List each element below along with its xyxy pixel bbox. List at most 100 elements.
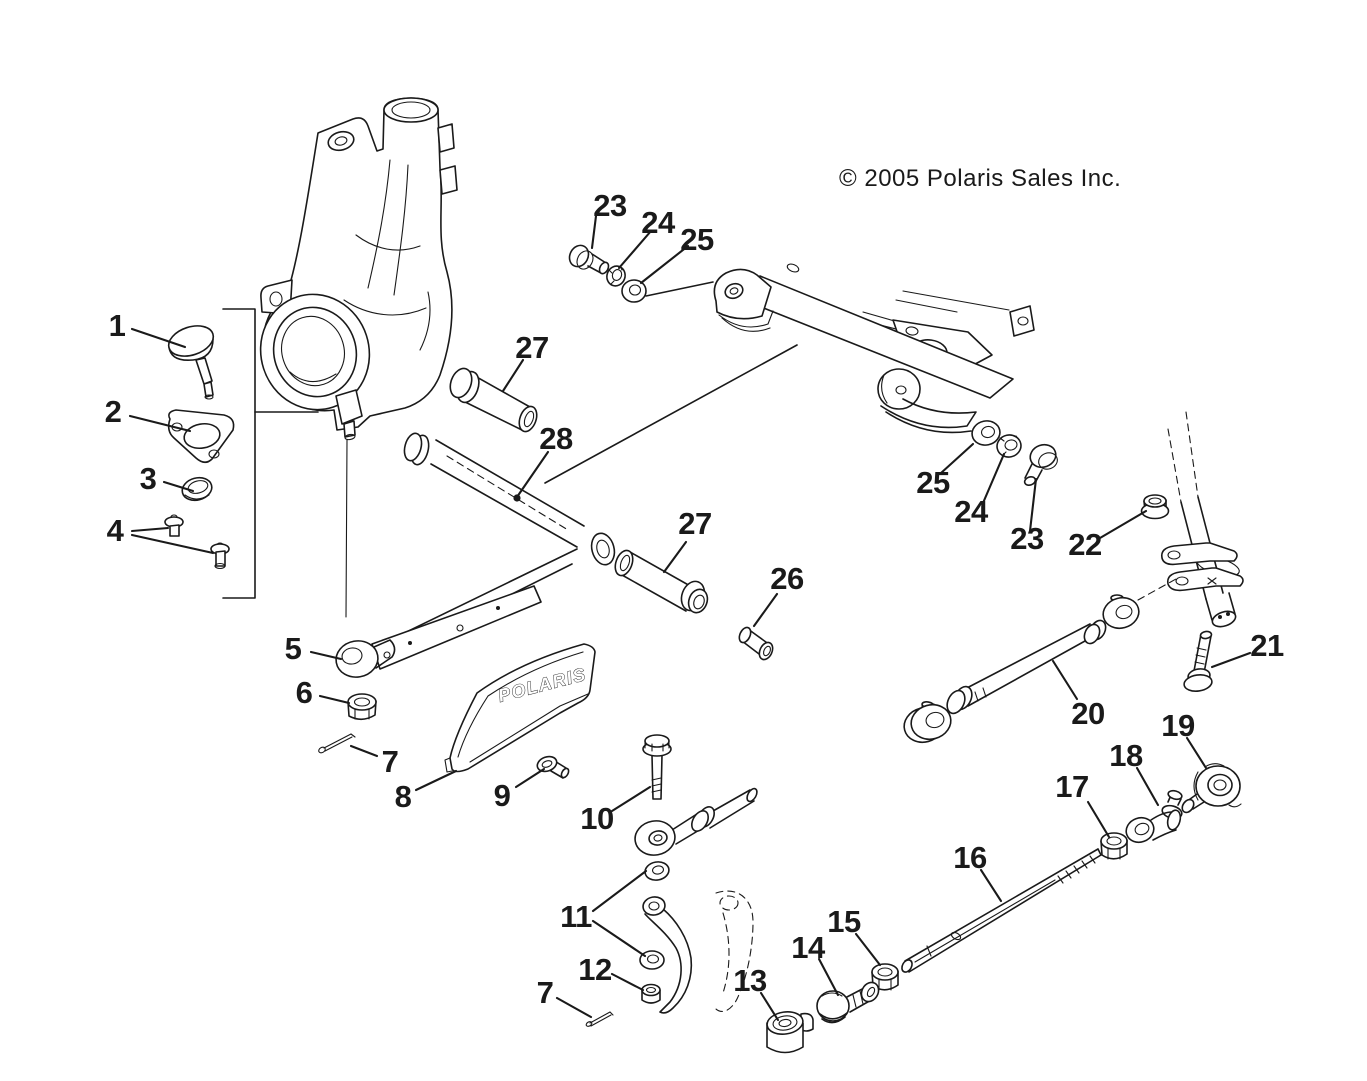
callout-leader-7 <box>349 744 379 758</box>
callout-24: 24 <box>954 494 989 529</box>
callout-27: 27 <box>515 330 548 365</box>
tie-rod-shaft-16 <box>901 848 1102 973</box>
frame-tab <box>1009 305 1035 337</box>
callout-leader-28 <box>515 450 550 499</box>
callout-leader-23 <box>590 214 598 250</box>
callout-26: 26 <box>770 561 804 596</box>
pivot-pin-27-upper <box>449 367 538 433</box>
cotter-pin-7a <box>318 733 356 754</box>
callout-20: 20 <box>1071 696 1104 731</box>
callout-leader-6 <box>318 694 351 705</box>
nut-15 <box>871 963 899 991</box>
callout-13: 13 <box>733 963 767 998</box>
pivot-pin-27-lower <box>614 549 709 614</box>
callout-leader-5 <box>309 650 343 661</box>
rod-end-19 <box>1181 763 1242 814</box>
callout-leader-17 <box>1086 800 1111 839</box>
bolt-23-top <box>568 244 610 275</box>
callout-leader-16 <box>979 868 1003 903</box>
callout-16: 16 <box>953 840 987 875</box>
callout-leader-14 <box>817 957 840 997</box>
washer-11-lower <box>639 950 665 970</box>
callout-3: 3 <box>140 461 157 496</box>
bolt-23-right <box>1023 443 1058 487</box>
callout-22: 22 <box>1068 527 1101 562</box>
pitman-arm-upper <box>1160 542 1238 566</box>
callout-19: 19 <box>1161 708 1195 743</box>
pitman-arm-lower <box>1166 567 1244 592</box>
callout-leader-20 <box>1051 659 1079 701</box>
tie-rod-20 <box>903 578 1177 744</box>
callout-leader-21 <box>1210 651 1252 669</box>
callout-leader-26 <box>752 592 779 628</box>
callout-14: 14 <box>791 930 826 965</box>
callout-23: 23 <box>1010 521 1044 556</box>
callout-8: 8 <box>395 779 412 814</box>
washer-11-upper <box>644 861 670 881</box>
spacer-12 <box>641 983 661 1004</box>
callout-17: 17 <box>1055 769 1088 804</box>
callout-leader-24 <box>981 452 1006 505</box>
callout-25: 25 <box>916 465 950 500</box>
pitman-arm-bracket <box>642 890 754 1014</box>
callout-leader-10 <box>610 785 652 813</box>
reference-lines <box>222 281 798 618</box>
bolt-21 <box>1183 630 1213 692</box>
callout-7: 7 <box>537 975 554 1010</box>
callout-leader-15 <box>854 932 882 967</box>
callout-leader-3 <box>162 480 195 493</box>
callout-15: 15 <box>827 904 861 939</box>
callout-11: 11 <box>560 899 592 934</box>
callout-28: 28 <box>539 421 573 456</box>
callout-1: 1 <box>109 308 126 343</box>
callout-2: 2 <box>105 394 122 429</box>
frame-rear-bracket <box>877 368 921 410</box>
callout-leader-8 <box>414 769 458 792</box>
callout-leader-23 <box>1028 477 1038 533</box>
callout-leader-11 <box>591 919 647 958</box>
callout-leader-7 <box>555 996 593 1019</box>
steering-knuckle <box>259 97 458 441</box>
inner-tie-rod-end <box>634 787 758 856</box>
copyright-text: © 2005 Polaris Sales Inc. <box>839 165 1121 192</box>
rod-end-18 <box>1125 789 1183 844</box>
group-bracket-items-1-4 <box>222 308 256 599</box>
screws-4 <box>164 514 230 570</box>
nut-17 <box>1100 832 1128 860</box>
nut-24-right <box>996 434 1022 458</box>
callout-leader-1 <box>130 327 187 349</box>
callout-leader-25 <box>639 244 690 285</box>
callout-23: 23 <box>593 188 627 223</box>
callout-4: 4 <box>107 513 125 548</box>
nut-22 <box>1140 494 1170 520</box>
tie-rod-20-right-end <box>1102 596 1140 630</box>
mount-plate-2 <box>167 409 235 464</box>
callout-18: 18 <box>1109 738 1143 773</box>
callout-leader-27 <box>501 358 525 393</box>
callout-leader-18 <box>1135 766 1160 807</box>
callout-6: 6 <box>296 675 313 710</box>
callout-leader-13 <box>759 991 780 1022</box>
callout-leader-2 <box>128 414 192 433</box>
callout-24: 24 <box>641 205 676 240</box>
bushing-13 <box>766 1011 814 1054</box>
callout-leader-24 <box>617 229 653 270</box>
callout-21: 21 <box>1250 628 1284 663</box>
callout-9: 9 <box>494 778 511 813</box>
a-arm <box>335 432 616 678</box>
callout-leader-22 <box>1098 509 1148 540</box>
callout-leader-4 <box>130 526 170 533</box>
callout-leader-9 <box>514 767 546 789</box>
frame-member <box>713 263 1035 434</box>
dust-cap-3 <box>181 476 213 502</box>
bolt-10 <box>642 734 672 800</box>
washer-25-top <box>621 279 647 303</box>
washer-25-right <box>971 420 1001 446</box>
steering-shaft <box>1160 411 1244 628</box>
frame-front-bracket <box>713 268 772 320</box>
callout-dot-28 <box>513 494 521 502</box>
callout-leader-19 <box>1185 736 1208 770</box>
nut-6 <box>347 693 377 721</box>
